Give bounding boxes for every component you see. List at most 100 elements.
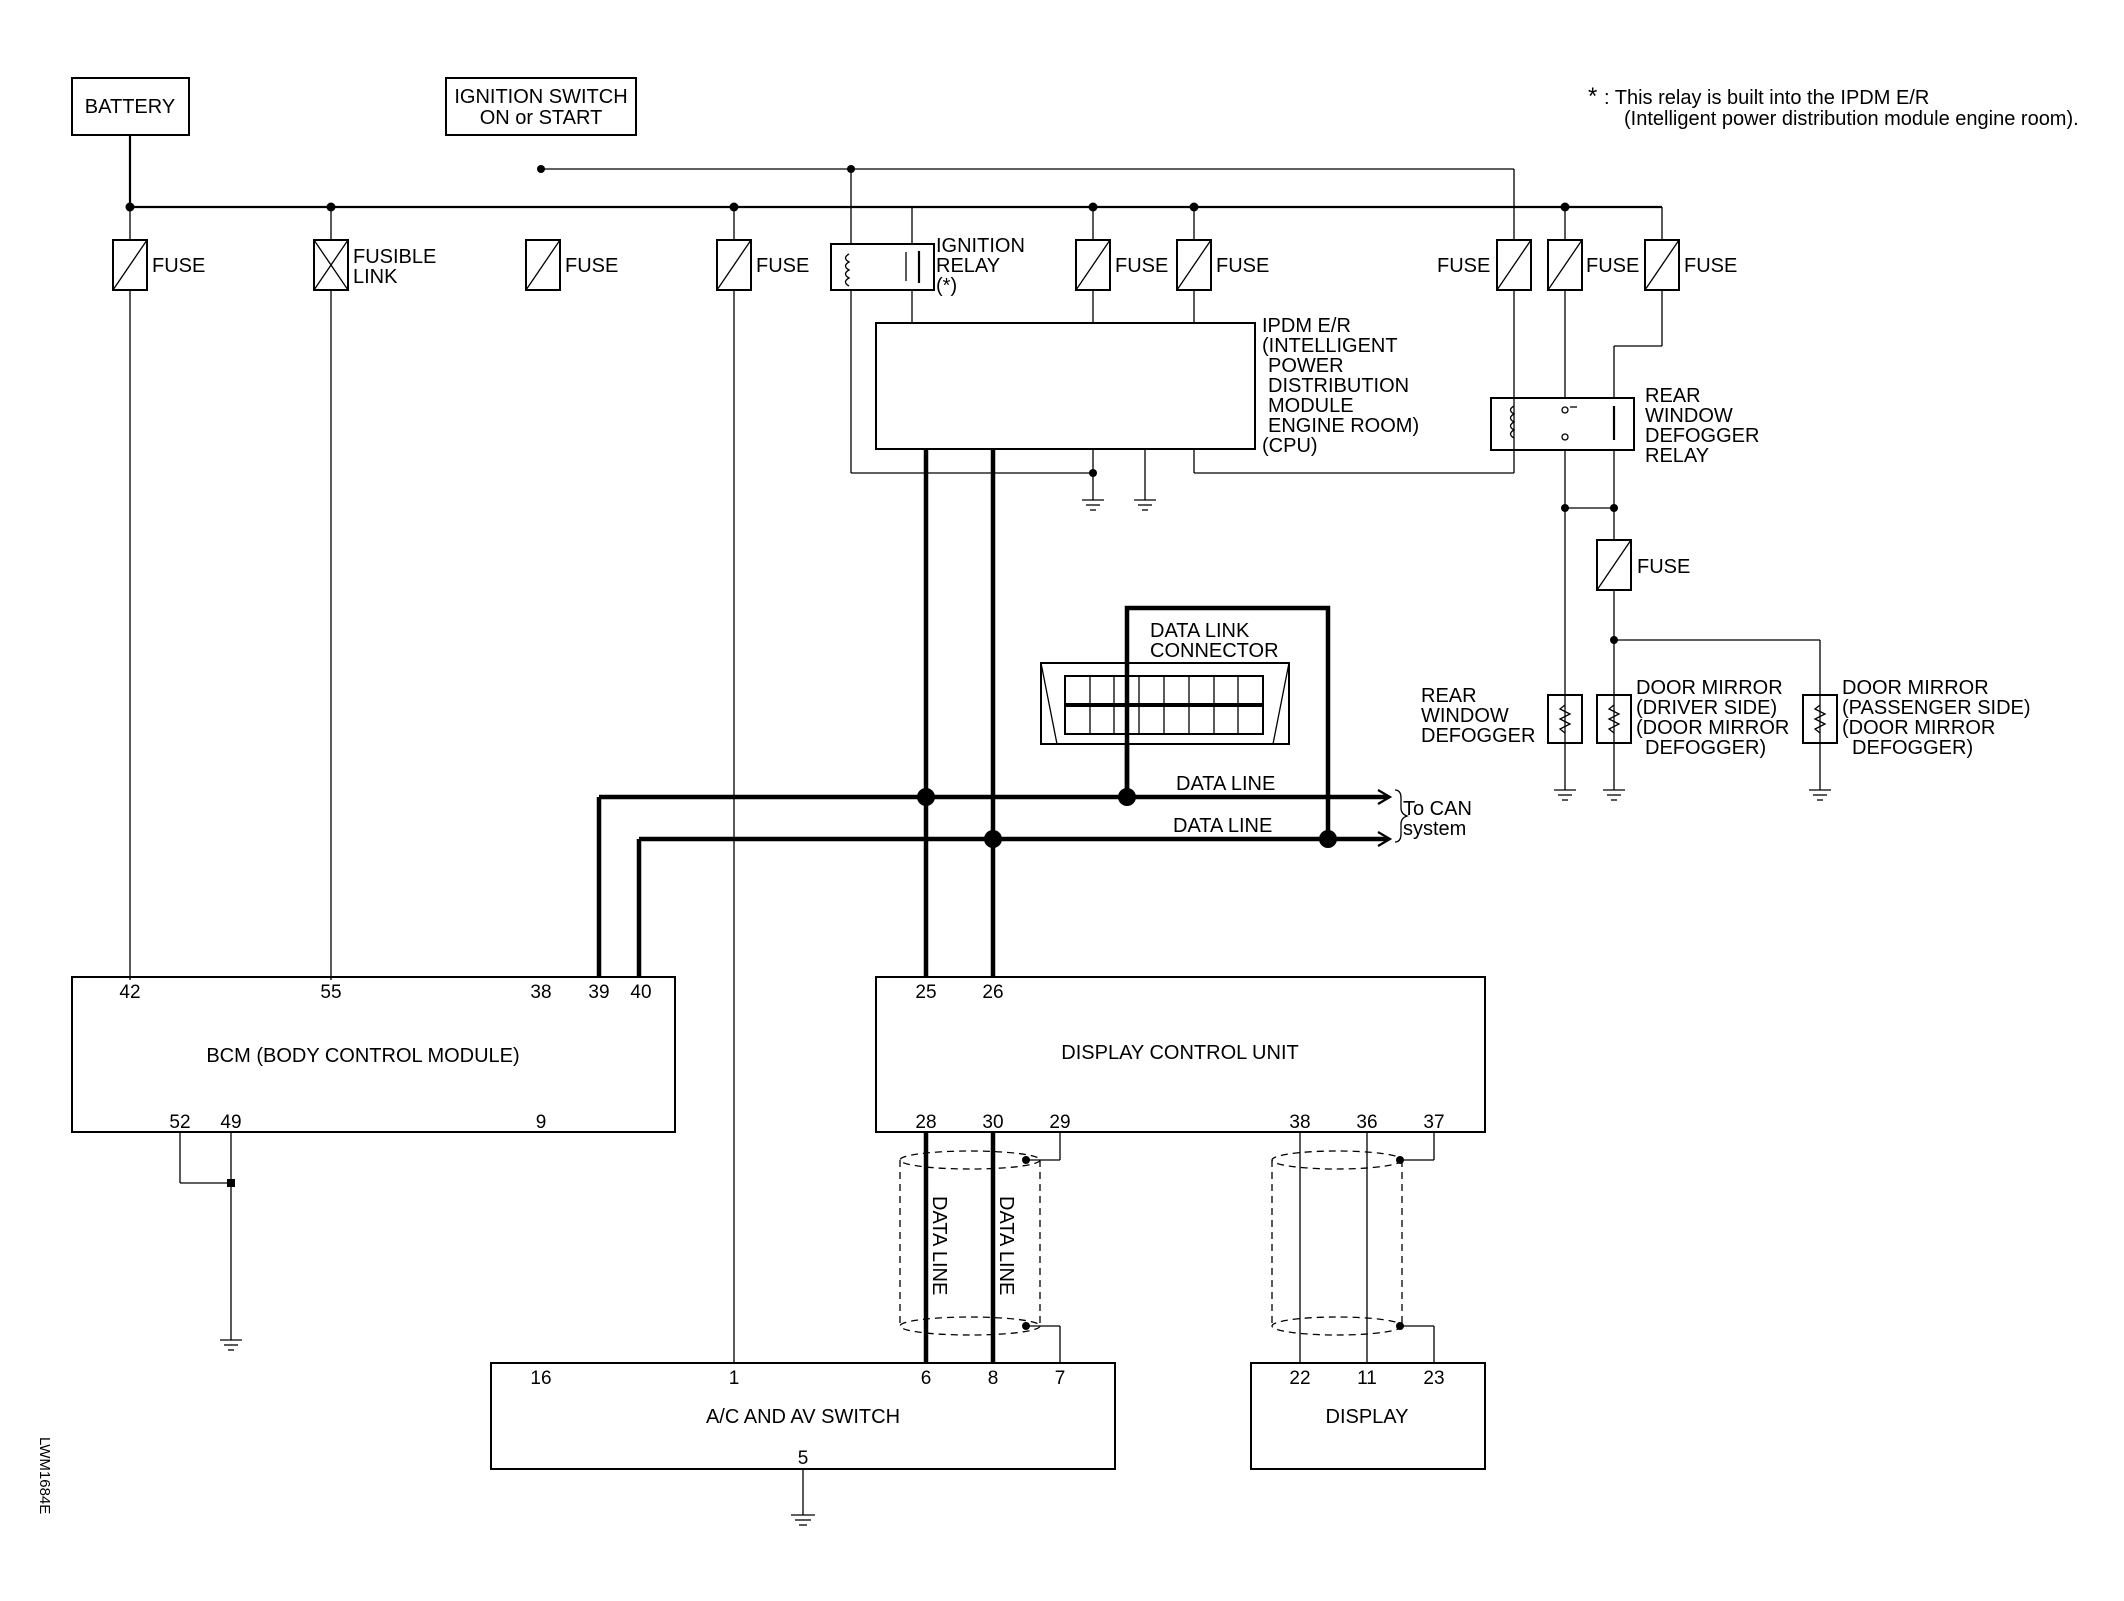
- can-data-line-high: DATA LINE: [1176, 773, 1275, 795]
- fuse-label-7: FUSE: [1586, 255, 1639, 277]
- shield-data-line-2: DATA LINE: [995, 1196, 1017, 1295]
- dlc-label-2: CONNECTOR: [1150, 640, 1279, 662]
- fuse-label-9: FUSE: [1637, 556, 1690, 578]
- ipdm-label-4: DISTRIBUTION: [1268, 375, 1409, 397]
- av-pin-6: 6: [921, 1368, 932, 1389]
- fuse-defogger-feed: [1613, 207, 1680, 398]
- dcu-pin-25: 25: [915, 982, 936, 1003]
- fuse-label-4: FUSE: [1115, 255, 1168, 277]
- fusible-link-label-1: FUSIBLE: [353, 246, 436, 268]
- defogger-relay-label-1: REAR: [1645, 385, 1701, 407]
- note-line-1: : This relay is built into the IPDM E/R: [1604, 87, 1929, 109]
- display-pin-22: 22: [1289, 1368, 1310, 1389]
- mirror-passenger-label-1: DOOR MIRROR: [1842, 677, 1989, 699]
- bcm-pin-42: 42: [119, 982, 140, 1003]
- bcm-pin-52: 52: [169, 1112, 190, 1133]
- fusible-link-label-2: LINK: [353, 266, 398, 288]
- ignition-relay-label-1: IGNITION: [936, 235, 1025, 257]
- passenger-mirror-heater: [1802, 694, 1838, 744]
- fuse-defogger-relay: [1547, 207, 1583, 398]
- bcm-pin-39: 39: [588, 982, 609, 1003]
- fuse-label-1: FUSE: [152, 255, 205, 277]
- bcm-pin-40: 40: [630, 982, 651, 1003]
- mirror-driver-label-4: DEFOGGER): [1645, 737, 1766, 759]
- rear-defogger-label-2: WINDOW: [1421, 705, 1509, 727]
- rear-defogger-label-1: REAR: [1421, 685, 1477, 707]
- rear-defogger-resistor: [1547, 694, 1583, 744]
- ipdm-label-1: IPDM E/R: [1262, 315, 1351, 337]
- av-switch-label: A/C AND AV SWITCH: [706, 1406, 900, 1428]
- fuse-ipdm-ign: [1496, 169, 1532, 473]
- dcu-box: [875, 976, 1486, 1133]
- mirror-driver-label-2: (DRIVER SIDE): [1636, 697, 1777, 719]
- ipdm-label-7: (CPU): [1262, 435, 1318, 457]
- ground-icon: [1603, 789, 1625, 801]
- rear-defogger-label-3: DEFOGGER: [1421, 725, 1535, 747]
- fuse-ipdm-2: [1176, 207, 1212, 323]
- defogger-relay: [1490, 397, 1635, 508]
- bcm-pin-9: 9: [536, 1112, 547, 1133]
- can-brace: [1394, 789, 1410, 843]
- dcu-label: DISPLAY CONTROL UNIT: [1061, 1042, 1298, 1064]
- ground-icon: [1082, 499, 1104, 511]
- dcu-pin-29: 29: [1049, 1112, 1070, 1133]
- note-asterisk: *: [1588, 83, 1597, 110]
- av-pin-1: 1: [729, 1368, 740, 1389]
- data-link-connector: [1040, 662, 1290, 745]
- fuse-ipdm-1: [1075, 207, 1111, 323]
- fuse-spare: [525, 239, 561, 291]
- mirror-passenger-label-2: (PASSENGER SIDE): [1842, 697, 2031, 719]
- fuse-av-switch-1: [716, 207, 752, 1363]
- dcu-pin-37: 37: [1423, 1112, 1444, 1133]
- dlc-label-1: DATA LINK: [1150, 620, 1250, 642]
- display-pin-11: 11: [1357, 1368, 1377, 1389]
- av-pin-8: 8: [988, 1368, 999, 1389]
- display-label: DISPLAY: [1326, 1406, 1409, 1428]
- fuse-label-3: FUSE: [756, 255, 809, 277]
- ipdm-label-5: MODULE: [1268, 395, 1354, 417]
- mirror-passenger-label-3: (DOOR MIRROR: [1842, 717, 1995, 739]
- bcm-pin-55: 55: [320, 982, 341, 1003]
- dcu-pin-38: 38: [1289, 1112, 1310, 1133]
- fusible-link: [313, 207, 349, 980]
- bcm-pin-38: 38: [530, 982, 551, 1003]
- defogger-relay-label-3: DEFOGGER: [1645, 425, 1759, 447]
- ignition-bus-start: [537, 165, 545, 173]
- to-can-label-2: system: [1403, 818, 1466, 840]
- bcm-pin-49: 49: [220, 1112, 241, 1133]
- mirror-driver-label-1: DOOR MIRROR: [1636, 677, 1783, 699]
- ignition-switch-state: ON or START: [480, 107, 603, 129]
- battery-label: BATTERY: [85, 96, 175, 118]
- bcm-box: [71, 976, 676, 1133]
- av-pin-7: 7: [1055, 1368, 1066, 1389]
- ignition-relay-label-2: RELAY: [936, 255, 1000, 277]
- display-pin-23: 23: [1423, 1368, 1444, 1389]
- driver-mirror-heater: [1596, 694, 1632, 744]
- shielded-cable-av: [899, 1132, 1061, 1363]
- to-can-label-1: To CAN: [1403, 798, 1472, 820]
- fuse-label-5: FUSE: [1216, 255, 1269, 277]
- ignition-switch-box: [445, 77, 637, 136]
- ipdm-label-6: ENGINE ROOM): [1268, 415, 1419, 437]
- defogger-relay-label-2: WINDOW: [1645, 405, 1733, 427]
- shield-data-line-1: DATA LINE: [928, 1196, 950, 1295]
- mirror-driver-label-3: (DOOR MIRROR: [1636, 717, 1789, 739]
- av-pin-16: 16: [530, 1368, 551, 1389]
- note-line-2: (Intelligent power distribution module e…: [1624, 108, 2079, 130]
- ipdm-label-3: POWER: [1268, 355, 1344, 377]
- display-box: [1250, 1362, 1486, 1470]
- mirror-passenger-label-4: DEFOGGER): [1852, 737, 1973, 759]
- ground-icon: [791, 1514, 815, 1526]
- dcu-pin-28: 28: [915, 1112, 936, 1133]
- bcm-ground-wiring: [179, 1132, 235, 1340]
- dcu-pin-30: 30: [982, 1112, 1003, 1133]
- bcm-label: BCM (BODY CONTROL MODULE): [206, 1045, 519, 1067]
- ignition-relay-label-3: (*): [936, 275, 957, 297]
- can-data-line-low: DATA LINE: [1173, 815, 1272, 837]
- defogger-relay-label-4: RELAY: [1645, 445, 1709, 467]
- ground-icon: [1554, 789, 1576, 801]
- dcu-pin-26: 26: [982, 982, 1003, 1003]
- fuse-label-8: FUSE: [1684, 255, 1737, 277]
